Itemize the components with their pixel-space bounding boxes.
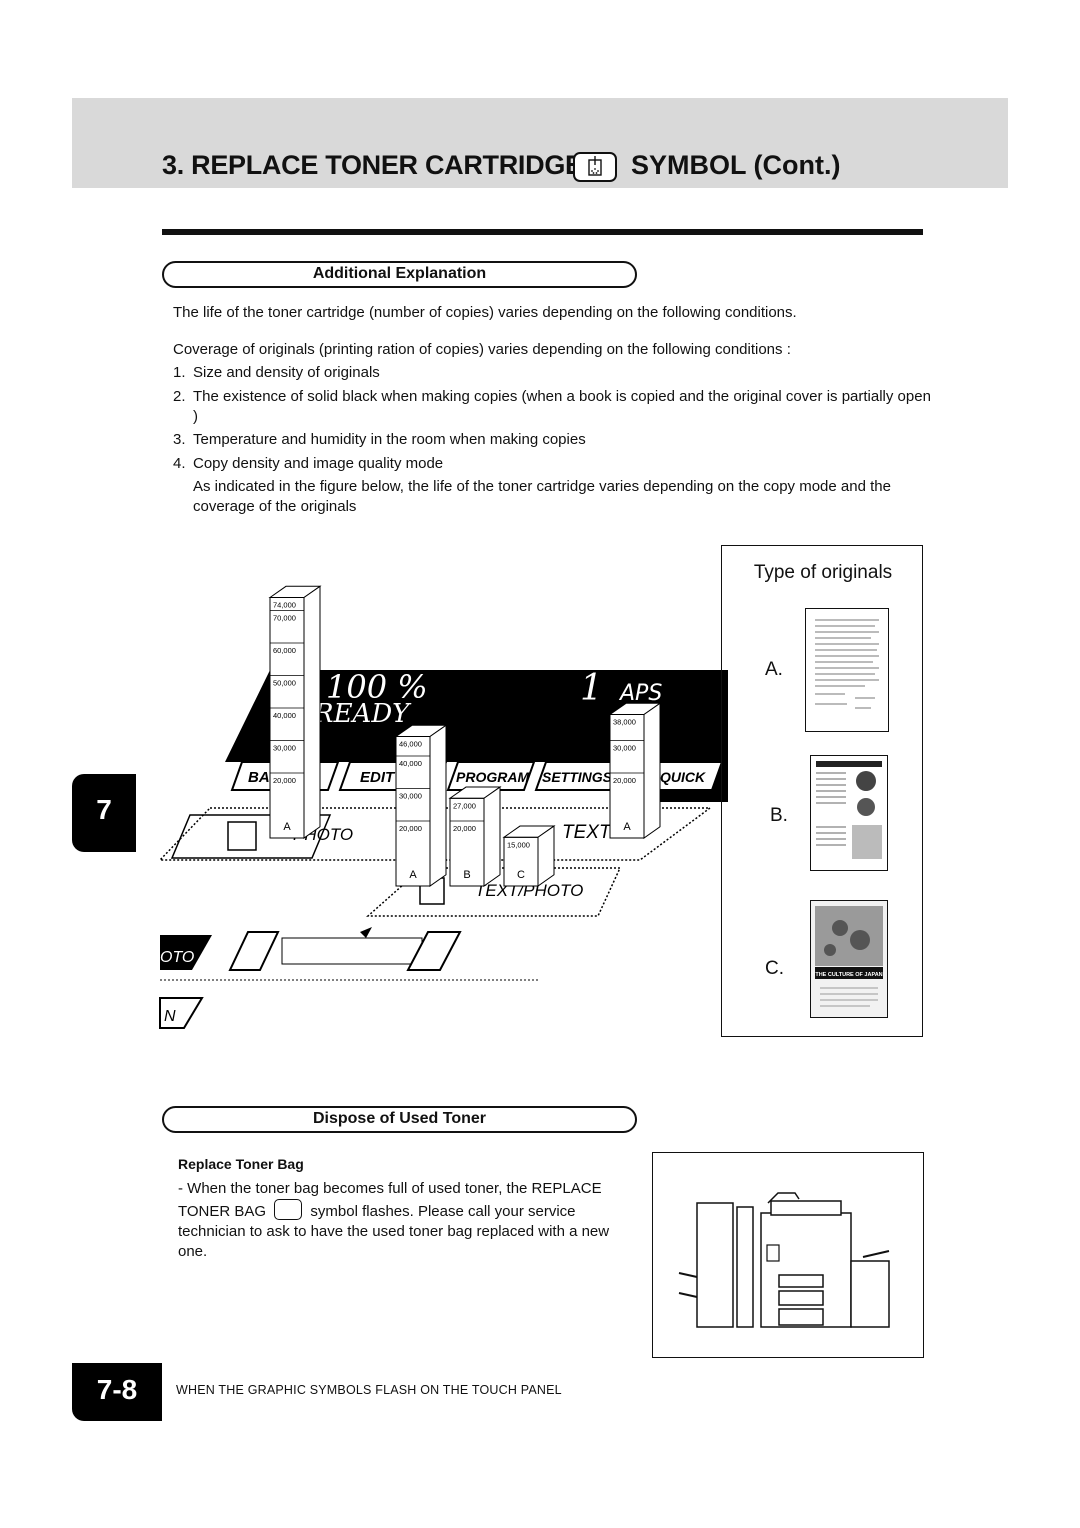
tick-label: 20,000 [273,776,296,785]
types-title: Type of originals [753,562,893,583]
header-band [72,98,1008,188]
bar-textphoto-b-front [449,797,485,887]
toner-cartridge-icon [573,152,617,182]
bar-text-a-label: A [623,821,631,833]
bar-photo-a-side [303,585,321,839]
section-rule [162,229,923,235]
footer-text: WHEN THE GRAPHIC SYMBOLS FLASH ON THE TO… [176,1383,562,1397]
replace-text-after: symbol flashes. Please call your service… [178,1203,610,1260]
panel-count: 1 [580,668,603,709]
list-item: Temperature and humidity in the room whe… [193,431,586,448]
density-pointer [360,927,372,938]
tick-label: 30,000 [273,744,296,753]
toner-life-chart: 100 % 1 APS READY BASIC EDIT PROGRAM SET… [158,585,728,1029]
type-b-label: B. [770,805,788,826]
tick-label: 70,000 [273,614,296,623]
tick-label: 15,000 [507,840,530,849]
tick-label: 46,000 [399,740,422,749]
bar-text-a-front [609,714,645,839]
sample-c-caption: THE CULTURE OF JAPAN [815,972,882,978]
tick-label: 50,000 [273,679,296,688]
replace-toner-bag-heading: Replace Toner Bag [178,1156,304,1172]
bar-textphoto-c-side [537,825,555,887]
copier-illustration-box [652,1152,924,1358]
original-sample-a [805,608,889,732]
list-item-number: 3. [173,431,186,448]
bar-textphoto-b-side [483,786,501,887]
coverage-text: Coverage of originals (printing ration o… [173,341,791,358]
copier-illustration [678,1192,890,1328]
indicated-text: As indicated in the figure below, the li… [193,478,891,515]
toner-bag-icon [274,1199,303,1220]
list-item: Size and density of originals [193,364,380,381]
list-item: Copy density and image quality mode [193,455,444,472]
tick-label: 38,000 [613,718,636,727]
replace-toner-bag-text: - When the toner bag becomes full of use… [178,1179,638,1262]
bar-textphoto-a-side [429,724,447,887]
panel-aps: APS [618,681,662,706]
tick-label: 40,000 [273,711,296,720]
tick-label: 60,000 [273,646,296,655]
page-number: 7-8 [96,1374,138,1405]
list-item-number: 2. [173,388,186,405]
density-scale [281,937,423,965]
page-title-suffix: SYMBOL (Cont.) [631,150,841,180]
panel-ratio: 100 % [326,668,428,706]
chapter-tab [72,774,136,852]
panel-tab-edit: EDIT [360,769,396,786]
tick-label: 30,000 [399,792,422,801]
panel-ready: READY [313,699,412,729]
tick-label: 30,000 [613,744,636,753]
bar-textphoto-c-label: C [517,869,525,881]
panel-tab-program: PROGRAM [456,769,529,785]
bar-text-a-side [643,702,661,839]
tick-label: 40,000 [399,759,422,768]
panel-tab-quick: QUICK [660,769,706,785]
slider-left-arrow [160,935,212,970]
dispose-heading: Dispose of Used Toner [162,1106,637,1133]
original-sample-b [810,755,888,871]
additional-explanation-heading: Additional Explanation [162,261,637,288]
tick-label: 20,000 [613,776,636,785]
types-of-originals-box [721,545,923,1037]
panel-tab-settings: SETTINGS [542,769,613,785]
bottom-fragment: N [164,1008,176,1025]
replace-text-before: - When the toner bag becomes full of use… [178,1180,602,1220]
panel-display [225,670,728,802]
list-item: The existence of solid black when making… [193,388,931,425]
list-item-number: 4. [173,455,186,472]
bars-layer: 74,000 70,000 60,000 50,000 40,000 30,000 20,0… [268,585,662,887]
bar-photo-a: 74,000 70,000 60,000 50,000 40,000 30,000 20,0… [268,585,322,839]
bar-photo-a-label: A [283,821,291,833]
bar-photo-a-front [269,597,305,839]
chapter-number: 7 [96,794,112,825]
photo-fragment: OTO [160,949,194,966]
list-item-number: 1. [173,364,186,381]
bar-textphoto-b-label: B [463,869,470,881]
type-a-label: A. [765,659,783,680]
type-c-label: C. [765,958,784,979]
tick-label: 20,000 [399,824,422,833]
text-photo-label: TEXT/PHOTO [475,881,583,900]
bar-textphoto-a-label: A [409,869,417,881]
page-number-tab [72,1363,162,1421]
tick-label: 20,000 [453,824,476,833]
tick-label: 74,000 [273,601,296,610]
original-sample-c: THE CULTURE OF JAPAN [810,900,888,1018]
page-title: 3. REPLACE TONER CARTRIDGE [162,150,583,180]
tick-label: 27,000 [453,801,476,810]
toner-life-text: The life of the toner cartridge (number … [173,304,797,321]
text-label: TEXT [562,822,612,843]
